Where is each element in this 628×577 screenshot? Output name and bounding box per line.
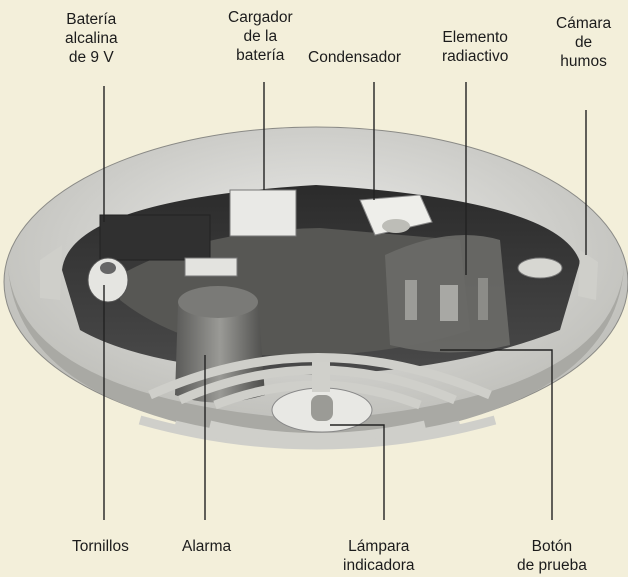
label-camara: Cámara de humos <box>556 15 612 70</box>
label-boton: Botón de prueba <box>517 538 587 574</box>
smoke-chamber-disc <box>517 257 563 279</box>
battery-charger-component <box>229 189 297 237</box>
alarm-top <box>178 286 258 318</box>
lamp-post <box>312 362 330 392</box>
screw-left <box>87 257 129 303</box>
label-tornillos: Tornillos <box>72 538 129 555</box>
chamber-part-3 <box>478 278 488 320</box>
battery-component <box>99 214 211 261</box>
label-bateria: Batería alcalina de 9 V <box>65 11 118 66</box>
condenser-component <box>359 194 433 236</box>
label-condensador: Condensador <box>308 49 402 66</box>
chip-component <box>184 257 238 277</box>
chamber-part-2 <box>440 285 458 321</box>
indicator-lamp <box>311 395 333 421</box>
screw-left-hole <box>100 262 116 274</box>
label-cargador: Cargador de la batería <box>228 9 293 64</box>
chamber-part-1 <box>405 280 417 320</box>
inner-wall-left <box>40 245 62 300</box>
condenser-top <box>382 219 410 233</box>
leader-lines <box>103 82 587 520</box>
label-alarma: Alarma <box>182 538 232 555</box>
shell-rim <box>8 268 624 445</box>
label-lampara: Lámpara indicadora <box>343 538 415 574</box>
label-elemento: Elemento radiactivo <box>442 29 509 65</box>
inner-wall-right <box>578 250 598 300</box>
